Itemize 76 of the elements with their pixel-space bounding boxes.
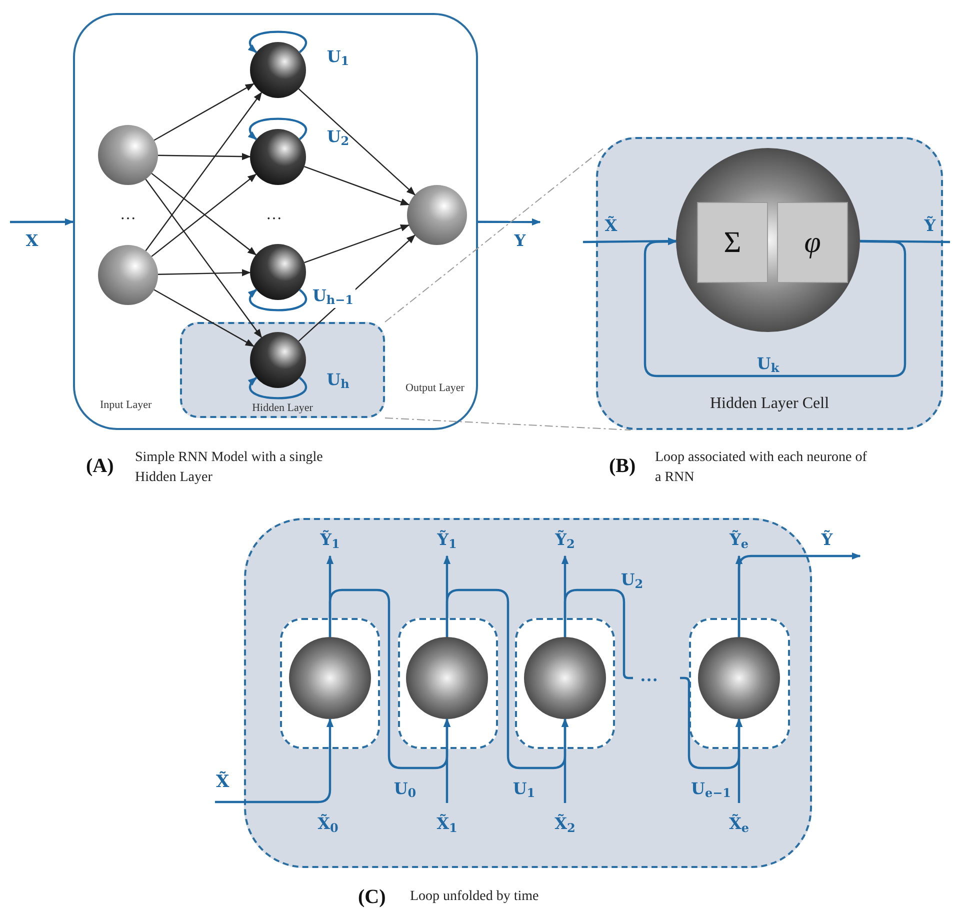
ellipsis: … <box>640 664 658 687</box>
panel-letter: (B) <box>609 454 636 479</box>
arrow <box>680 676 743 770</box>
edge-label: Y <box>514 230 526 252</box>
arrow <box>582 237 677 245</box>
panel-caption: Simple RNN Model with a single Hidden Layer <box>135 449 324 487</box>
arrow <box>10 218 74 226</box>
edge-label: U$_{1}$ <box>512 778 536 801</box>
edge-label: U$_{e−1}$ <box>691 778 731 801</box>
arrow <box>304 224 410 264</box>
edge-label: Ỹ$_{2}$ <box>555 529 575 552</box>
output-neuron <box>407 185 467 245</box>
zoom-guide-line <box>384 148 604 322</box>
edge-label: Ỹ$_{e}$ <box>729 529 749 552</box>
edge-label: X̃$_{1}$ <box>436 813 458 836</box>
hidden-layer-box <box>180 322 385 418</box>
cell-label: Hidden Layer Cell <box>708 394 830 414</box>
ellipsis: … <box>266 205 282 225</box>
cell-box <box>596 137 943 430</box>
edge-label: U$_{1}$ <box>326 46 350 69</box>
edge-label: Ỹ <box>821 529 833 551</box>
arrow <box>154 289 254 347</box>
arrow <box>644 238 906 378</box>
edge-label: Ỹ$_{1}$ <box>437 529 457 552</box>
panel-letter: (C) <box>358 885 386 910</box>
arrow <box>304 166 410 206</box>
edge-label: X̃$_{e}$ <box>728 813 750 836</box>
arrow <box>248 30 307 53</box>
edge-label: Ỹ <box>924 215 936 237</box>
zoom-guide-line <box>384 418 632 430</box>
arrow <box>328 588 451 770</box>
model-frame <box>73 13 478 430</box>
edge-label: X̃$_{2}$ <box>554 813 576 836</box>
activation-block <box>777 202 848 283</box>
arrow <box>145 178 262 338</box>
edge-label: Ỹ$_{1}$ <box>320 529 340 552</box>
ellipsis: … <box>120 205 136 225</box>
arrow <box>248 118 307 140</box>
edge-label: U$_{2}$ <box>326 126 350 149</box>
hidden-neuron <box>250 244 306 300</box>
layer-label: Output Layer <box>405 381 465 395</box>
unfolded-frame <box>244 518 812 868</box>
arrow <box>298 88 416 196</box>
arrow <box>158 269 251 276</box>
arrow <box>478 218 541 226</box>
time-step-box <box>280 618 380 749</box>
hidden-neuron <box>250 42 306 98</box>
arrow <box>145 92 262 252</box>
edge-label: U$_{k}$ <box>756 353 780 376</box>
edge-label: X̃$_{0}$ <box>318 813 338 836</box>
edge-label: U$_{h}$ <box>326 369 350 392</box>
hidden-neuron <box>250 332 306 388</box>
arrow <box>738 552 861 637</box>
panel-letter: (A) <box>86 454 114 479</box>
time-step-box <box>398 618 498 749</box>
activation-symbol: φ <box>803 225 822 261</box>
time-step-box <box>689 618 790 749</box>
sum-block <box>697 202 768 283</box>
panel-caption: Loop associated with each neurone of a RNN <box>655 449 868 487</box>
arrow <box>446 588 569 770</box>
hidden-neuron <box>250 129 306 185</box>
layer-label: Input Layer <box>100 398 152 413</box>
arrow <box>248 289 307 312</box>
panel-caption: Loop unfolded by time <box>410 888 539 906</box>
layer-label: Hidden Layer <box>251 400 314 416</box>
time-step-box <box>515 618 615 749</box>
edge-label: U$_{0}$ <box>394 778 416 801</box>
arrow <box>248 377 307 400</box>
input-label: X̃ <box>216 770 230 794</box>
sum-symbol: Σ <box>722 225 742 261</box>
edge-label: X <box>26 230 38 252</box>
arrow <box>215 718 334 804</box>
arrow <box>154 83 254 141</box>
edge-label: X̃ <box>604 215 618 237</box>
arrow <box>158 152 251 160</box>
edge-label: U$_{2}$ <box>620 569 644 592</box>
